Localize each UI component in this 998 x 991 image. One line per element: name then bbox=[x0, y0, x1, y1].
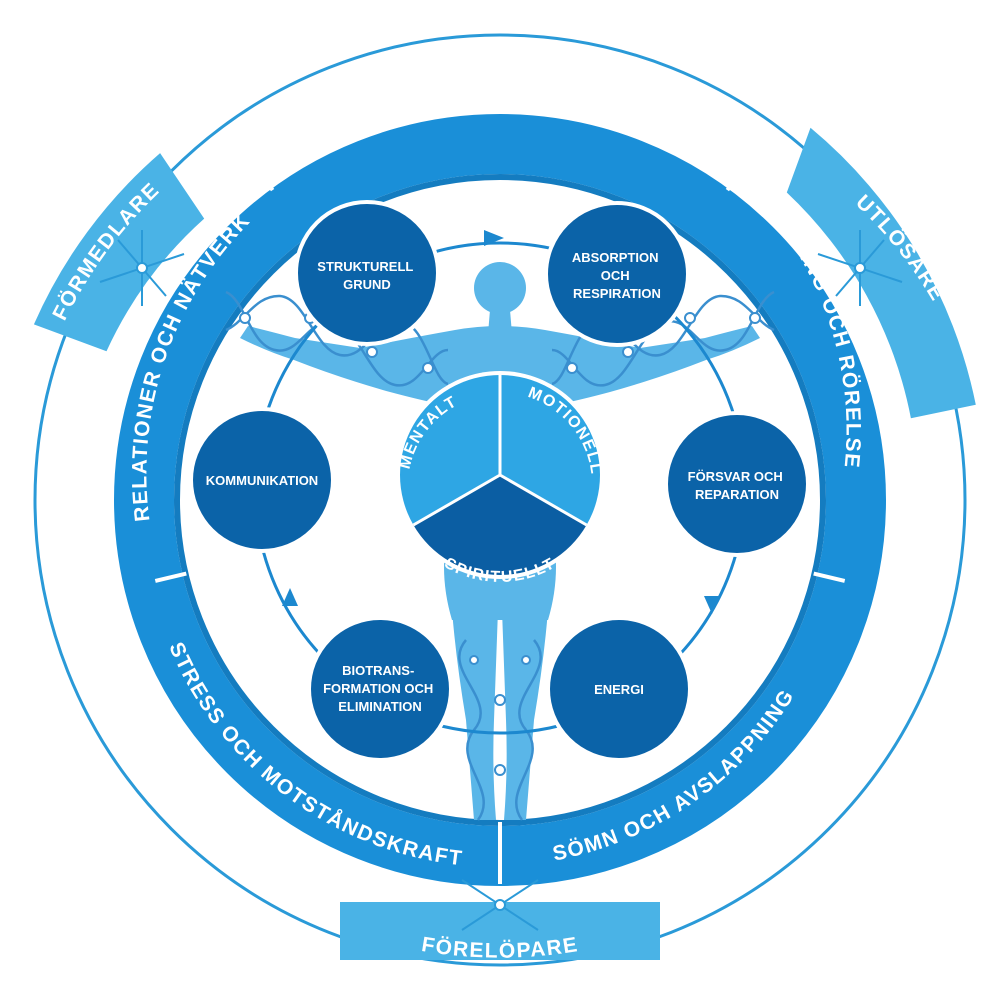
dna-left-strand-b bbox=[225, 294, 449, 386]
dna-leg-strand-a bbox=[458, 639, 485, 821]
sector-emotionellt bbox=[500, 375, 600, 525]
node-label: FÖRSVAR OCH REPARATION bbox=[688, 469, 787, 502]
connector-star-left bbox=[99, 230, 185, 306]
divider-right bbox=[813, 571, 846, 583]
node-kommunikation: KOMMUNIKATION bbox=[189, 407, 335, 553]
node-label: BIOTRANS- FORMATION OCH ELIMINATION bbox=[323, 663, 437, 714]
arrow-left bbox=[282, 588, 298, 606]
ring-dividers bbox=[154, 162, 846, 884]
sector-mentalt bbox=[400, 375, 500, 525]
arrow-top bbox=[484, 230, 504, 246]
node-strukturell-grund: STRUKTURELL GRUND bbox=[294, 200, 440, 346]
dna-leg-strand-b bbox=[515, 639, 542, 821]
node-forsvar-reparation: FÖRSVAR OCH REPARATION bbox=[664, 411, 810, 557]
band-forelopare bbox=[340, 902, 660, 960]
node-label: ENERGI bbox=[594, 682, 644, 697]
cycle-arrows bbox=[282, 230, 720, 614]
node-label: STRUKTURELL GRUND bbox=[317, 259, 416, 292]
outer-thin-circle bbox=[33, 33, 967, 967]
divider-top-right bbox=[725, 162, 748, 192]
figure-arms bbox=[240, 326, 760, 404]
node-absorption-respiration: ABSORPTION OCH RESPIRATION bbox=[544, 201, 690, 347]
divider-left bbox=[154, 571, 187, 583]
connector-star-right bbox=[817, 230, 903, 306]
figure-right-leg bbox=[502, 610, 548, 820]
band-utlosare bbox=[786, 127, 976, 419]
ring-label-kost: KOST OCH NÄRING bbox=[386, 75, 615, 114]
divider-top-left bbox=[252, 162, 275, 192]
node-biotransformation-elimination: BIOTRANS- FORMATION OCH ELIMINATION bbox=[307, 616, 453, 762]
connector-stars bbox=[99, 230, 903, 931]
center-dividers bbox=[412, 375, 588, 527]
node-label: ABSORPTION OCH RESPIRATION bbox=[572, 250, 662, 301]
arrow-right bbox=[704, 596, 720, 614]
node-label: KOMMUNIKATION bbox=[206, 473, 318, 488]
connector-star-bottom bbox=[461, 879, 539, 931]
band-formedlare bbox=[33, 153, 205, 352]
sector-spirituellt bbox=[413, 475, 587, 575]
figure-left-leg bbox=[452, 610, 498, 820]
node-energi: ENERGI bbox=[546, 616, 692, 762]
figure-head bbox=[474, 262, 526, 314]
